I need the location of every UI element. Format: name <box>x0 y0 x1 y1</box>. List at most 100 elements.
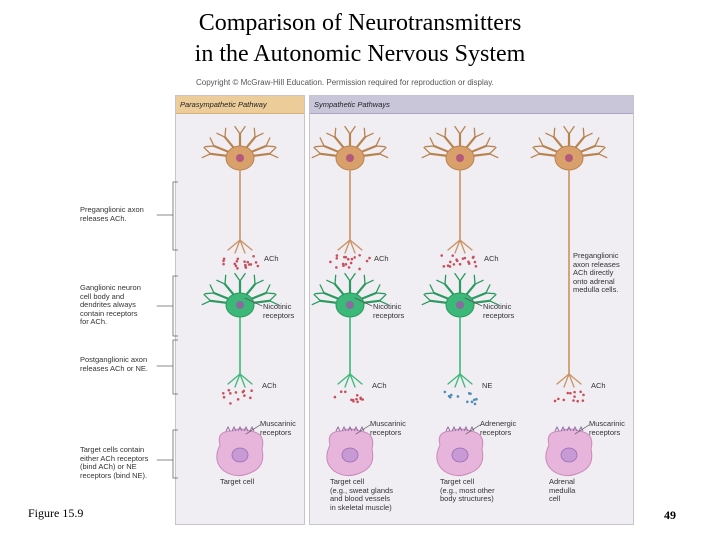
column-3-preganglionic-dendrite-branch <box>436 132 446 138</box>
column-3-bottom-nt-label: NE <box>482 381 493 390</box>
column-1-preganglionic-dendrite-branch <box>268 153 279 159</box>
column-1-ganglionic-dendrite-branch <box>254 279 264 285</box>
column-1-ganglionic-dendrite-branch <box>224 274 227 285</box>
column-3-ach-dot <box>446 264 450 268</box>
column-1-ganglionic-dendrite-branch <box>265 292 276 295</box>
column-3-ach-dot <box>452 263 456 266</box>
title-line-1: Comparison of Neurotransmitters <box>198 10 522 36</box>
column-2-ganglionic-dendrite-branch <box>311 300 322 306</box>
column-3-nt-dot <box>473 402 477 406</box>
column-4-preganglionic-dendrite-branch <box>594 145 605 148</box>
column-3-preganglionic-terminal <box>454 239 461 254</box>
column-1-target-label: Target cell <box>220 477 254 487</box>
target-cells-label-line: receptors (bind NE). <box>80 470 148 480</box>
column-3-preganglionic-dendrite-branch <box>423 146 432 155</box>
column-1-postganglionic-terminal <box>234 373 241 388</box>
column-2-ach-dot <box>335 266 338 269</box>
column-3-nt-dot <box>447 394 451 398</box>
column-2-preganglionic-terminal <box>344 239 351 254</box>
column-1-ganglionic-dendrite-branch <box>209 284 215 294</box>
column-2-ganglionic-dendrite-branch <box>344 272 351 282</box>
column-2-ach-dot <box>335 256 339 260</box>
column-3-receptor-label-line: receptors <box>480 427 512 437</box>
column-1-preganglionic-dendrite-branch <box>253 127 256 138</box>
column-3-receptor-mark <box>463 425 469 432</box>
column-3-preganglionic-nucleus <box>456 154 464 162</box>
column-2-target-label-line: in skeletal muscle) <box>330 502 392 512</box>
column-4-receptor-leader <box>574 424 590 435</box>
column-1-preganglionic-dendrite-branch <box>239 125 246 135</box>
column-4-preganglionic-dendrite-branch <box>568 125 575 135</box>
sympathetic-panel-header: Sympathetic Pathways <box>310 96 633 114</box>
column-3-preganglionic-dendrite-branch <box>429 137 435 147</box>
column-2-ach-dot <box>329 260 332 264</box>
column-3-ach-dot <box>458 262 462 266</box>
column-4-preganglionic-terminal <box>568 373 582 385</box>
column-2-preganglionic-terminal <box>349 239 363 251</box>
column-1-ganglionic-dendrite-branch <box>203 293 212 302</box>
column-3-preganglionic-dendrite-branch <box>421 153 432 159</box>
page-number: 49 <box>664 508 676 522</box>
column-2-preganglionic-dendrite-branch <box>375 145 386 148</box>
column-1-ganglionic-dendrite-branch <box>268 300 279 306</box>
column-2-bottom-nt-label: ACh <box>372 381 387 390</box>
column-4-preganglionic-dendrite-branch <box>597 153 608 159</box>
column-3-ach-dot <box>474 265 478 268</box>
column-2-ganglionic-dendrite-branch <box>378 300 389 306</box>
column-4-receptor-mark <box>554 425 560 432</box>
column-2-nicotinic-leader <box>354 297 373 307</box>
column-2-preganglionic-terminal <box>349 239 356 254</box>
column-2-receptor-mark <box>341 425 347 432</box>
column-1-nicotinic-leader <box>244 297 263 307</box>
column-3-preganglionic-dendrite-branch <box>488 146 497 155</box>
column-3-nicotinic-leader <box>464 297 483 307</box>
target-cells-label-line: Target cells contain <box>80 445 145 454</box>
column-2-ach-dot <box>358 253 361 257</box>
column-1-nt-dot <box>221 391 225 395</box>
column-4-nt-dot <box>573 395 576 398</box>
column-1-ach-dot <box>246 260 250 264</box>
column-3-ach-dot <box>461 257 465 260</box>
preganglionic-label-line: Preganglionic axon <box>80 205 144 214</box>
column-2-preganglionic-dendrite-branch <box>313 146 322 155</box>
column-1-ach-dot <box>254 261 258 264</box>
column-2-nt-dot <box>339 390 343 394</box>
column-2-preganglionic-terminal <box>337 239 351 251</box>
column-2-nt-dot <box>355 393 359 397</box>
column-3-ganglionic-dendrite-branch <box>473 274 476 285</box>
column-2-receptor-leader <box>355 424 371 435</box>
column-2-preganglionic-dendrite-branch <box>311 153 322 159</box>
column-2-ach-dot <box>353 256 356 259</box>
column-3-target-label-line: Target cell <box>440 477 475 486</box>
column-1-preganglionic-dendrite-branch <box>254 132 264 138</box>
column-1-ach-dot <box>252 254 255 258</box>
column-1-ach-dot <box>243 260 246 263</box>
target-cells-label-line: either ACh receptors <box>80 453 149 463</box>
column-4-preganglionic-dendrite-branch <box>597 146 606 155</box>
column-1-receptor-mark <box>225 425 231 432</box>
bracket <box>172 275 178 337</box>
column-2-ach-dot <box>346 257 350 261</box>
page-title: Comparison of Neurotransmitters in the A… <box>0 8 720 70</box>
figure-label: Figure 15.9 <box>28 506 84 520</box>
column-1-nt-dot <box>243 394 246 397</box>
column-4-nucleus <box>560 447 578 463</box>
column-2-preganglionic-dendrite-branch <box>375 137 381 147</box>
column-1-postganglionic-terminal <box>227 373 241 385</box>
column-4-preganglionic-dendrite-branch <box>553 127 556 138</box>
column-1-ach-dot <box>236 257 240 261</box>
column-1-nt-dot <box>229 392 232 395</box>
column-4-nt-dot <box>572 399 575 402</box>
ganglionic-label-line: for ACh. <box>80 317 108 327</box>
ganglionic-label-line: Ganglionic neuron <box>80 283 141 292</box>
target-cells-label-line: (bind ACh) or NE <box>80 462 137 472</box>
column-2-ganglionic-dendrite-branch <box>375 284 381 294</box>
column-2-ach-dot <box>342 264 345 268</box>
column-3-preganglionic-dendrite-branch <box>485 137 491 147</box>
column-1-preganglionic-dendrite-branch <box>203 146 212 155</box>
